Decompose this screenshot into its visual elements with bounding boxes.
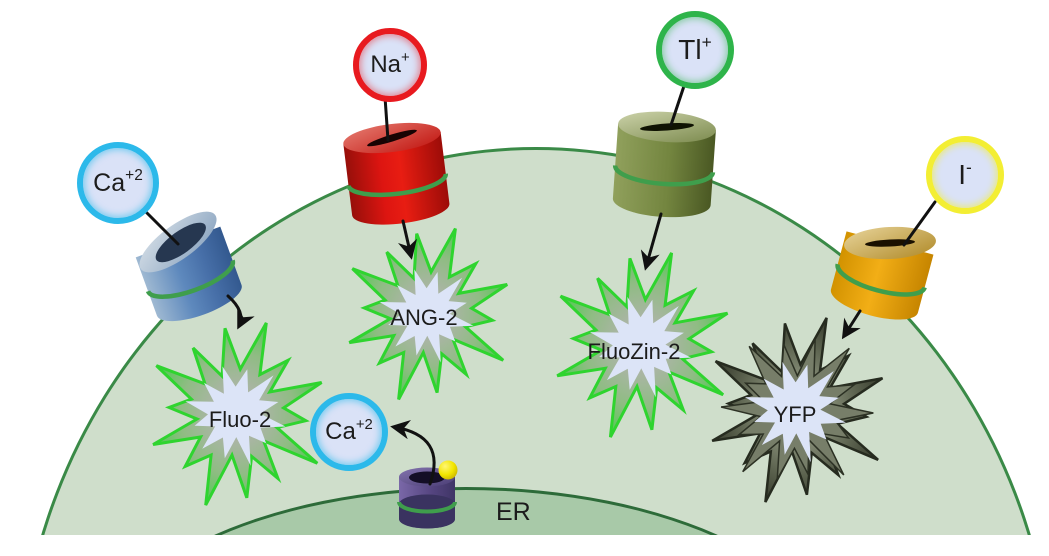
i-channel xyxy=(830,226,936,320)
er-ca-channel xyxy=(397,460,458,529)
iodide-ion-badge: I- xyxy=(926,136,1004,214)
tl-channel xyxy=(612,111,716,218)
er-label: ER xyxy=(496,498,531,526)
thallium-ion-badge: Tl+ xyxy=(656,11,734,89)
fluo2-burst xyxy=(152,322,323,506)
yfp-burst xyxy=(711,317,884,503)
na-channel xyxy=(343,122,450,225)
calcium-ion-badge: Ca+2 xyxy=(77,142,159,224)
yfp-label: YFP xyxy=(773,402,817,427)
ang2-label: ANG-2 xyxy=(390,305,458,330)
calcium-ion-er-badge: Ca+2 xyxy=(310,393,388,471)
bottom-crop-strip xyxy=(0,535,1049,556)
fluozin2-burst xyxy=(556,252,729,438)
calcium-sensor-ball xyxy=(438,460,458,480)
sodium-ion-badge: Na+ xyxy=(353,28,427,102)
fluozin2-label: FluoZin-2 xyxy=(587,339,681,364)
fluo2-label: Fluo-2 xyxy=(208,407,272,432)
ang2-burst xyxy=(348,227,509,401)
ca-channel xyxy=(135,211,242,322)
